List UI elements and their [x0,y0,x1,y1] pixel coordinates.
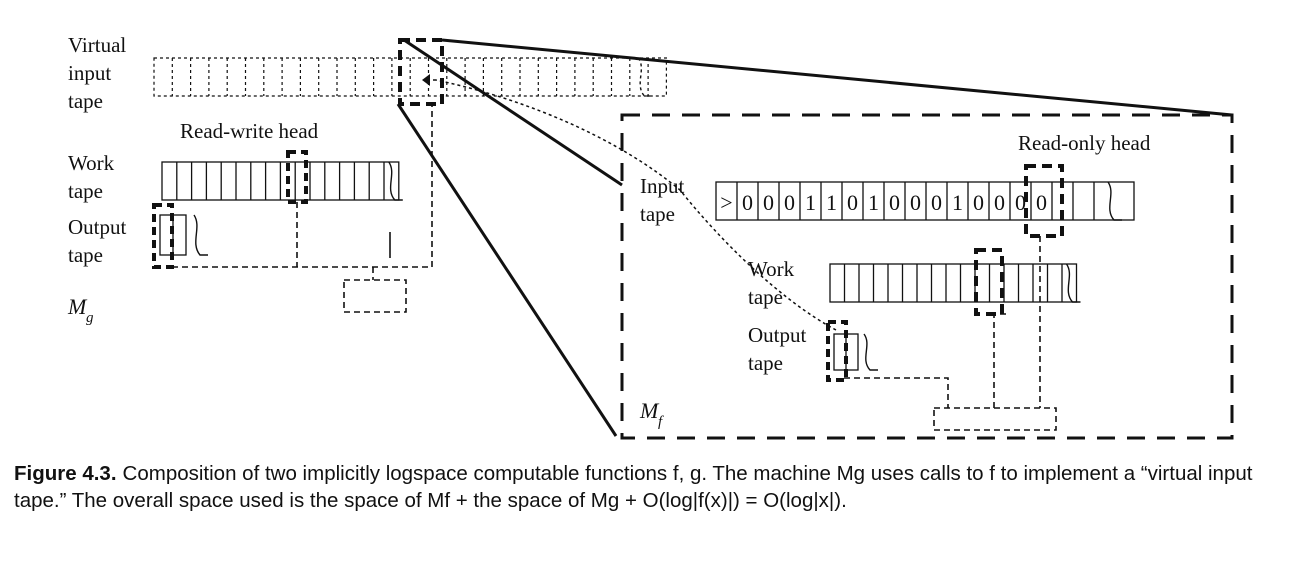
zoom-curve [435,79,837,331]
left-work-end [388,161,403,201]
left-output-end [193,214,208,256]
input-tape-cell: 1 [952,190,963,215]
ro-head-label: Read-only head [1018,131,1151,155]
left-machine-label: M [67,294,88,319]
right-work-head [974,248,1004,316]
right-output-label-line2: tape [748,351,783,375]
input-tape-frame [715,181,1135,221]
right-output-label-line1: Output [748,323,807,347]
zoom-line-3 [396,103,618,437]
virtual-input-label-line2: input [68,61,111,85]
right-machine-label: M [639,398,660,423]
left-work-head [286,150,308,204]
input-tape-cell: 0 [1015,190,1026,215]
left-output-head [152,203,174,269]
input-tape-cell: 0 [847,190,858,215]
left-panel: Virtual input tape Read-write head Work … [67,33,668,326]
virtual-input-tape [153,57,668,97]
input-tape-cell: 0 [1036,190,1047,215]
input-tape-cell: 1 [826,190,837,215]
right-output-connect [844,377,949,408]
right-work-frame [829,263,1078,303]
virtual-input-label-line1: Virtual [68,33,126,57]
figure-caption: Figure 4.3.Composition of two implicitly… [14,460,1286,514]
right-input-label-line1: Input [640,174,684,198]
input-tape-cell: 1 [805,190,816,215]
input-tape-cell: 0 [742,190,753,215]
left-connect-line [172,104,433,268]
virtual-tape-end [637,57,653,97]
virtual-arrow-head [422,74,430,86]
right-work-label-line1: Work [748,257,795,281]
left-output-tape [159,214,208,256]
input-tape-cell: 0 [910,190,921,215]
right-work-connect [993,313,1006,408]
right-input-label-line2: tape [640,202,675,226]
input-tape-cell: 0 [784,190,795,215]
virtual-tape-head-box [398,38,444,106]
right-control-box [933,407,1057,431]
right-work-tape [829,263,1081,303]
right-machine-sub: f [658,414,664,430]
input-tape-cell: 0 [973,190,984,215]
rw-head-label: Read-write head [180,119,319,143]
left-control-box [343,279,407,313]
input-tape-cell: 0 [763,190,774,215]
input-tape-end [1107,181,1122,221]
virtual-input-label-line3: tape [68,89,103,113]
left-machine-sub: g [86,310,94,326]
left-work-tape [161,161,403,201]
input-tape-cell: > [720,190,732,215]
zoom-line-2 [441,38,1233,117]
left-output-label-line2: tape [68,243,103,267]
input-tape-cell: 0 [889,190,900,215]
right-output-end [863,333,878,371]
left-work-label-line1: Work [68,151,115,175]
right-work-label-line2: tape [748,285,783,309]
zoom-lines [396,38,1233,437]
right-output-tape [833,333,878,371]
left-output-label-line1: Output [68,215,127,239]
figure: Virtual input tape Read-write head Work … [67,33,1234,440]
left-work-label-line2: tape [68,179,103,203]
caption-label: Figure 4.3. [14,462,117,485]
zoom-line-1 [403,38,623,187]
input-tape-cell: 0 [994,190,1005,215]
ro-head-box [1024,164,1064,238]
figure-diagram: Virtual input tape Read-write head Work … [67,33,1234,440]
input-tape-cell: 1 [868,190,879,215]
caption-text: Composition of two implicitly logspace c… [14,462,1253,512]
input-tape-cell: 0 [931,190,942,215]
right-panel-frame [620,113,1234,440]
right-output-head [826,320,848,382]
right-work-end [1065,263,1081,303]
